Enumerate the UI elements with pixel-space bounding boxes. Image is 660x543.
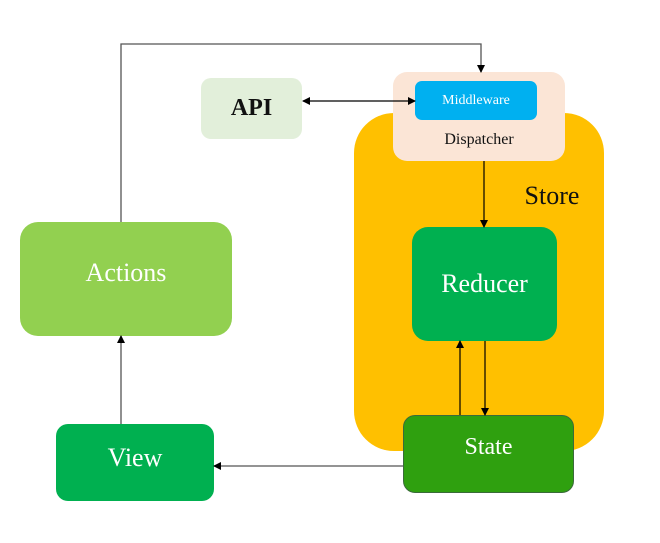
middleware-node[interactable]: Middleware xyxy=(415,81,537,120)
actions-node[interactable]: Actions xyxy=(20,222,232,336)
dispatcher-label: Dispatcher xyxy=(444,131,514,148)
state-node[interactable]: State xyxy=(403,415,574,493)
reducer-node[interactable]: Reducer xyxy=(412,227,557,341)
view-node[interactable]: View xyxy=(56,424,214,501)
store-label: Store xyxy=(524,181,580,210)
api-node[interactable]: API xyxy=(201,78,302,139)
